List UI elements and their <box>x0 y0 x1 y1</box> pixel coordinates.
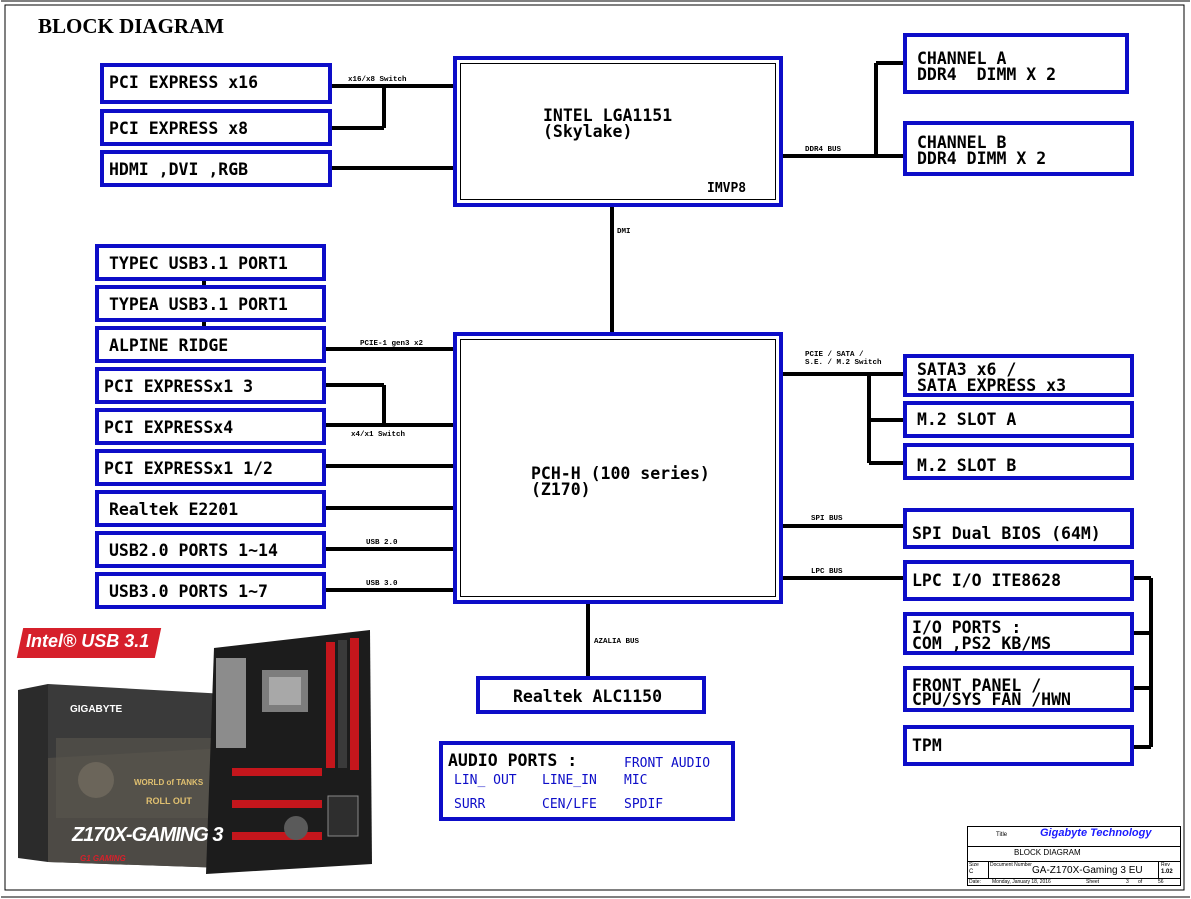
bus-label: SPI BUS <box>811 515 843 523</box>
audio-codec-box: Realtek ALC1150 <box>476 676 706 714</box>
io-ports-box: I/O PORTS : COM ,PS2 KB/MS <box>903 612 1134 655</box>
bus-label: S.E. / M.2 Switch <box>805 359 882 367</box>
bus-label: USB 2.0 <box>366 539 398 547</box>
diagram-title: BLOCK DIAGRAM <box>38 14 225 38</box>
rev-label: Rev <box>1161 862 1170 868</box>
bus-label: LPC BUS <box>811 568 843 576</box>
pch-model: (Z170) <box>531 480 591 499</box>
model-text: Z170X-GAMING 3 <box>72 824 223 846</box>
size-label: Size <box>969 862 979 868</box>
audio-port: SURR <box>454 797 486 812</box>
typea-usb31-box: TYPEA USB3.1 PORT1 <box>95 285 326 322</box>
cpu-name: INTEL LGA1151 <box>543 106 673 125</box>
m2-slot-a-box: M.2 SLOT A <box>903 401 1134 438</box>
usb30-ports-box: USB3.0 PORTS 1~7 <box>95 572 326 609</box>
usb-badge-text: Intel® USB 3.1 <box>26 631 150 651</box>
bus-label: x16/x8 Switch <box>348 76 407 84</box>
docnum-label: Document Number <box>990 862 1032 868</box>
pch-name: PCH-H (100 series) <box>531 464 710 483</box>
tagline-text: ROLL OUT <box>146 796 192 806</box>
bus-label: DMI <box>617 228 631 236</box>
typec-usb31-box: TYPEC USB3.1 PORT1 <box>95 244 326 281</box>
pch-block: PCH-H (100 series) (Z170) <box>453 332 783 604</box>
date-label: Date: <box>969 879 981 885</box>
rev-value: 1.02 <box>1161 869 1173 875</box>
spi-bios-box: SPI Dual BIOS (64M) <box>903 508 1134 549</box>
lpc-io-box: LPC I/O ITE8628 <box>903 560 1134 601</box>
motherboard-box-art <box>18 630 372 874</box>
size-value: C <box>969 869 974 875</box>
bus-label: PCIE / SATA / <box>805 351 864 359</box>
video-out-box: HDMI ,DVI ,RGB <box>100 150 332 187</box>
cpu-codename: (Skylake) <box>543 122 633 141</box>
alpine-ridge-box: ALPINE RIDGE <box>95 326 326 363</box>
brand-text: GIGABYTE <box>70 704 123 715</box>
title-block: Title Gigabyte Technology BLOCK DIAGRAM … <box>967 826 1181 886</box>
cpu-block: INTEL LGA1151 (Skylake) IMVP8 <box>453 56 783 207</box>
product-image: Intel® USB 3.1 GIGABYTE G1 GAMING Z170X-… <box>16 628 376 878</box>
bus-label: AZALIA BUS <box>594 638 640 646</box>
pcie-x4-box: PCI EXPRESSx4 <box>95 408 326 445</box>
audio-port: LINE_IN <box>542 773 597 788</box>
bus-label: x4/x1 Switch <box>351 431 406 439</box>
usb20-ports-box: USB2.0 PORTS 1~14 <box>95 531 326 568</box>
date-value: Monday, January 18, 2016 <box>992 879 1051 885</box>
game-text: WORLD of TANKS <box>134 778 204 787</box>
sheet-label: Sheet <box>1086 879 1100 885</box>
of-label: of <box>1138 879 1143 885</box>
audio-port: FRONT AUDIO <box>624 756 711 771</box>
company-name: Gigabyte Technology <box>1040 827 1152 839</box>
audio-ports-box: AUDIO PORTS : FRONT AUDIO LIN_ OUT LINE_… <box>439 741 735 821</box>
cpu-vr: IMVP8 <box>707 181 747 196</box>
tpm-box: TPM <box>903 725 1134 766</box>
audio-port: SPDIF <box>624 797 664 812</box>
sata-box: SATA3 x6 / SATA EXPRESS x3 <box>903 354 1134 397</box>
doc-title: BLOCK DIAGRAM <box>1014 848 1081 857</box>
audio-port: MIC <box>624 773 648 788</box>
pcie-x1-3-box: PCI EXPRESSx1 3 <box>95 367 326 404</box>
audio-port: LIN_ OUT <box>454 773 517 788</box>
sheet-value: 3 <box>1126 879 1129 885</box>
bus-label: USB 3.0 <box>366 580 398 588</box>
audio-ports-heading: AUDIO PORTS : <box>448 751 578 770</box>
m2-slot-b-box: M.2 SLOT B <box>903 443 1134 480</box>
series-text: G1 GAMING <box>80 854 126 863</box>
title-label: Title <box>996 832 1008 838</box>
bus-label: PCIE-1 gen3 x2 <box>360 340 424 348</box>
front-panel-box: FRONT PANEL / CPU/SYS FAN /HWN <box>903 666 1134 712</box>
realtek-lan-box: Realtek E2201 <box>95 490 326 527</box>
docnum: GA-Z170X-Gaming 3 EU <box>1032 865 1143 876</box>
bus-label: DDR4 BUS <box>805 146 842 154</box>
audio-port: CEN/LFE <box>542 797 597 812</box>
pcie-x1-12-box: PCI EXPRESSx1 1/2 <box>95 449 326 486</box>
pcie-x16-box: PCI EXPRESS x16 <box>100 63 332 104</box>
of-value: 56 <box>1158 879 1164 885</box>
pcie-x8-box: PCI EXPRESS x8 <box>100 109 332 146</box>
channel-a-box: CHANNEL A DDR4 DIMM X 2 <box>903 33 1129 94</box>
channel-b-box: CHANNEL B DDR4 DIMM X 2 <box>903 121 1134 176</box>
